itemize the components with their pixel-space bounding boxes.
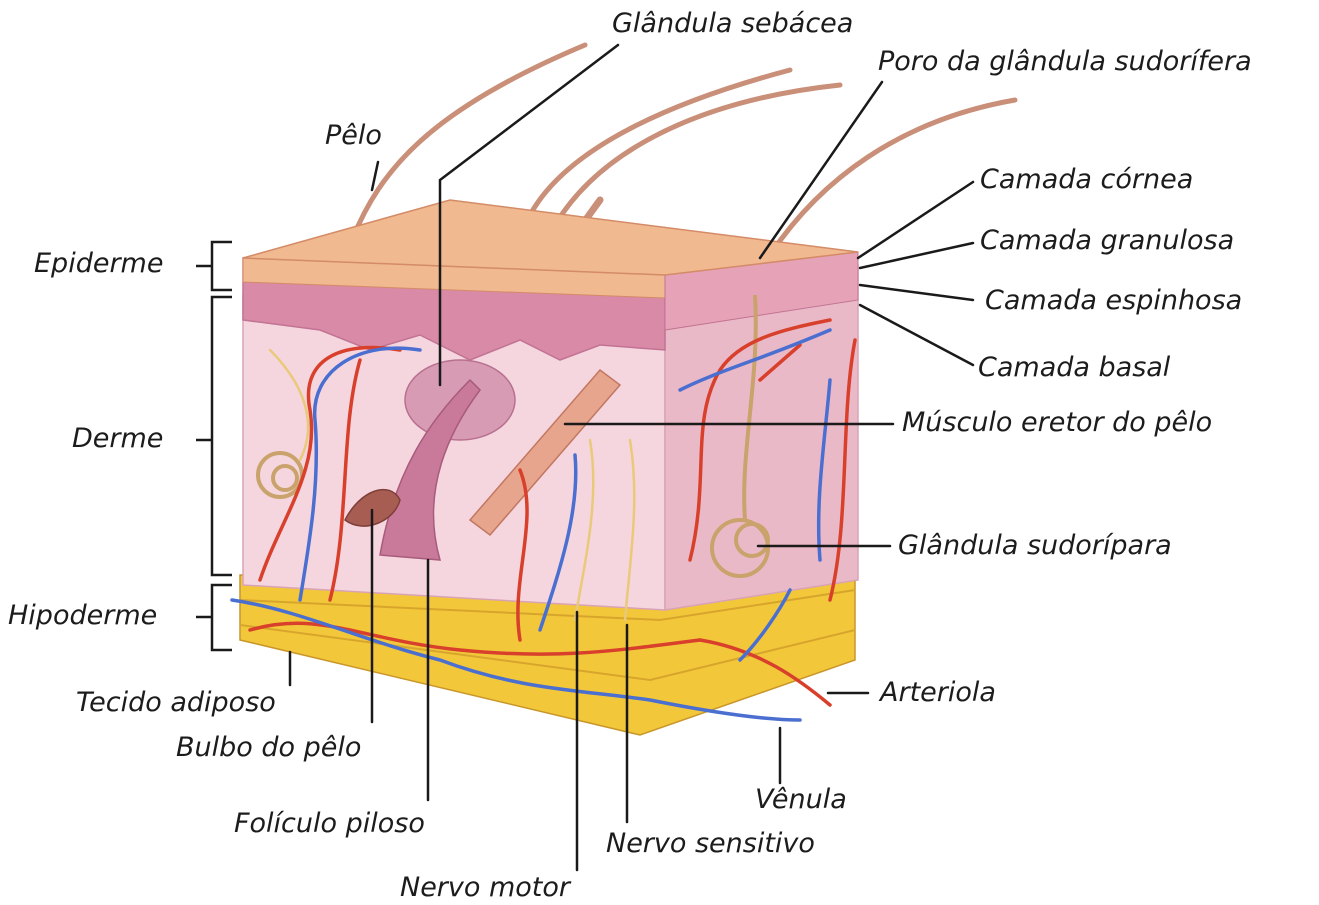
layer-brackets	[196, 242, 232, 650]
label-poro-glandula-sudorifera: Poro da glândula sudorífera	[878, 46, 1252, 78]
label-bulbo-do-pelo: Bulbo do pêlo	[176, 732, 361, 764]
epiderme-bracket	[212, 242, 232, 290]
label-tecido-adiposo: Tecido adiposo	[76, 687, 276, 719]
label-arteriola: Arteriola	[880, 677, 996, 709]
label-camada-espinhosa: Camada espinhosa	[985, 285, 1242, 317]
label-camada-basal: Camada basal	[978, 352, 1170, 384]
derme-bracket	[212, 297, 232, 575]
hipoderme-bracket	[212, 585, 232, 650]
label-foliculo-piloso: Folículo piloso	[234, 808, 425, 840]
label-nervo-motor: Nervo motor	[400, 872, 570, 904]
label-glandula-sebacea: Glândula sebácea	[612, 8, 853, 40]
label-camada-cornea: Camada córnea	[980, 164, 1193, 196]
label-nervo-sensitivo: Nervo sensitivo	[606, 828, 815, 860]
label-pelo: Pêlo	[325, 120, 382, 152]
label-musculo-eretor: Músculo eretor do pêlo	[902, 407, 1212, 439]
label-camada-granulosa: Camada granulosa	[980, 225, 1234, 257]
label-hipoderme: Hipoderme	[8, 600, 157, 632]
label-epiderme: Epiderme	[34, 248, 163, 280]
label-venula: Vênula	[755, 784, 847, 816]
label-derme: Derme	[72, 423, 163, 455]
label-glandula-sudoripara: Glândula sudorípara	[898, 530, 1172, 562]
